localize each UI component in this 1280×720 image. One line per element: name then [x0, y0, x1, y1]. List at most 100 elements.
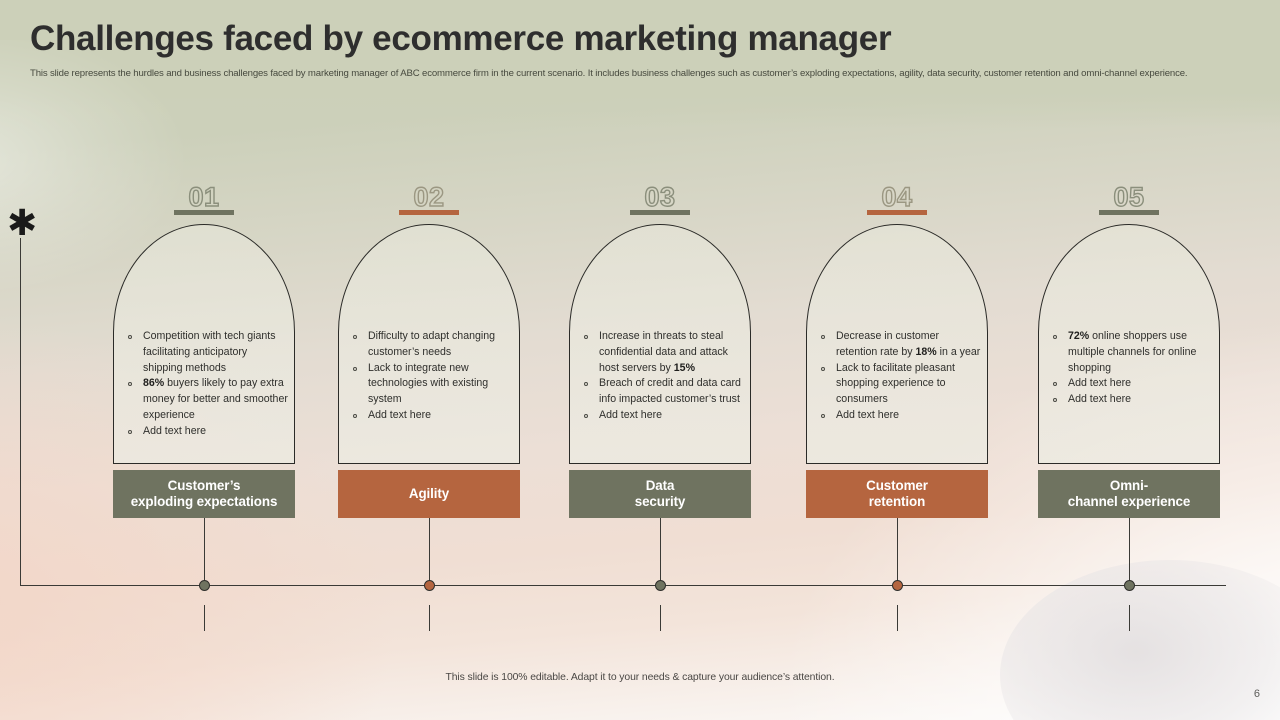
connector-arch-to-label: [429, 605, 430, 631]
connector-label-to-axis: [897, 518, 898, 584]
page-subtitle: This slide represents the hurdles and bu…: [30, 67, 1188, 79]
arch-card: Decrease in customer retention rate by 1…: [806, 224, 988, 464]
timeline-horizontal-axis: [20, 585, 1226, 586]
category-label-line1: Data: [645, 478, 675, 493]
bullet-item: Lack to facilitate pleasant shopping exp…: [815, 361, 981, 408]
bullet-item: Competition with tech giants facilitatin…: [122, 329, 288, 376]
timeline-dot[interactable]: [1123, 580, 1135, 591]
timeline-dot[interactable]: [423, 580, 435, 591]
column-number-underline: [174, 210, 234, 215]
timeline-dot[interactable]: [198, 580, 210, 591]
connector-label-to-axis: [660, 518, 661, 584]
bullet-item: Decrease in customer retention rate by 1…: [815, 329, 981, 361]
bullet-text-tail: in a year: [936, 345, 981, 358]
column-number-group: 03: [569, 181, 751, 220]
bullet-text: Add text here: [143, 424, 207, 437]
column-number-group: 05: [1038, 181, 1220, 220]
bullet-highlight: 72%: [1068, 330, 1090, 342]
bullet-highlight: 18%: [915, 345, 937, 358]
column-number: 03: [644, 181, 676, 212]
bullet-item: Add text here: [347, 408, 513, 424]
column-number: 05: [1113, 181, 1145, 212]
arch-card: Competition with tech giants facilitatin…: [113, 224, 295, 464]
bullet-item: Add text here: [1047, 392, 1213, 408]
bullet-text: Decrease in customer retention rate by: [836, 330, 940, 358]
slide-header: Challenges faced by ecommerce marketing …: [30, 19, 1250, 81]
bullet-list: Decrease in customer retention rate by 1…: [815, 329, 981, 424]
bullet-list: Difficulty to adapt changing customer’s …: [347, 329, 513, 424]
bullet-item: Difficulty to adapt changing customer’s …: [347, 329, 513, 361]
bullet-highlight: 15%: [673, 361, 695, 374]
page-title: Challenges faced by ecommerce marketing …: [30, 19, 892, 58]
column-number-group: 01: [113, 181, 295, 220]
timeline-dot[interactable]: [654, 580, 666, 591]
connector-arch-to-label: [897, 605, 898, 631]
bullet-item: Breach of credit and data card info impa…: [578, 376, 744, 408]
bullet-text: Add text here: [1068, 377, 1132, 390]
connector-label-to-axis: [429, 518, 430, 584]
footer-note: This slide is 100% editable. Adapt it to…: [445, 672, 835, 683]
bullet-text: Breach of credit and data card info impa…: [599, 377, 741, 406]
category-label-line1: Customer’s: [167, 478, 241, 493]
category-label-text: Agility: [409, 486, 449, 502]
category-label-line1: Omni-: [1109, 478, 1149, 493]
challenge-column-05[interactable]: 05 72% online shoppers use multiple chann…: [1038, 181, 1220, 631]
asterisk-icon: ✱: [7, 203, 38, 244]
page-number: 6: [1253, 688, 1260, 700]
bullet-list: 72% online shoppers use multiple channel…: [1047, 329, 1213, 408]
arch-card: Difficulty to adapt changing customer’s …: [338, 224, 520, 464]
column-number-underline: [1099, 210, 1159, 215]
bullet-item: Add text here: [1047, 376, 1213, 392]
category-label-line2: exploding expectations: [130, 494, 278, 509]
column-number-underline: [630, 210, 690, 215]
bullet-text: Lack to integrate new technologies with …: [368, 361, 489, 406]
column-number: 04: [881, 181, 913, 212]
column-number-group: 04: [806, 181, 988, 220]
bullet-text: Add text here: [599, 408, 663, 421]
bullet-text: Competition with tech giants facilitatin…: [143, 330, 276, 374]
bullet-item: Add text here: [122, 424, 288, 440]
column-number-underline: [399, 210, 459, 215]
timeline-vertical-spine: [20, 238, 21, 586]
connector-arch-to-label: [204, 605, 205, 631]
arch-card: Increase in threats to steal confidentia…: [569, 224, 751, 464]
column-number: 01: [188, 181, 220, 212]
bullet-text: Add text here: [1068, 393, 1132, 406]
bullet-item: Increase in threats to steal confidentia…: [578, 329, 744, 376]
bullet-text: Increase in threats to steal confidentia…: [599, 330, 728, 374]
column-number-underline: [867, 210, 927, 215]
category-label-line2: channel experience: [1067, 494, 1191, 509]
bullet-item: Add text here: [815, 408, 981, 424]
timeline-dot[interactable]: [891, 580, 903, 591]
bullet-text: Difficulty to adapt changing customer’s …: [368, 330, 496, 358]
category-label-line1: Customer: [866, 478, 928, 493]
category-label-box[interactable]: Agility: [338, 470, 520, 518]
bullet-highlight: 86%: [143, 377, 165, 390]
category-label-text: Omni-channel experience: [1068, 478, 1191, 510]
bullet-text: Add text here: [836, 408, 900, 421]
bullet-text: Add text here: [368, 408, 432, 421]
category-label-line2: retention: [868, 494, 926, 509]
bullet-item: 72% online shoppers use multiple channel…: [1047, 329, 1213, 376]
category-label-box[interactable]: Omni-channel experience: [1038, 470, 1220, 518]
connector-label-to-axis: [1129, 518, 1130, 584]
bullet-text: online shoppers use multiple channels fo…: [1068, 330, 1197, 374]
bullet-item: 86% buyers likely to pay extra money for…: [122, 376, 288, 423]
column-number-group: 02: [338, 181, 520, 220]
column-number: 02: [413, 181, 445, 212]
bullet-list: Competition with tech giants facilitatin…: [122, 329, 288, 440]
bullet-list: Increase in threats to steal confidentia…: [578, 329, 744, 424]
category-label-line2: security: [634, 494, 686, 509]
bullet-item: Lack to integrate new technologies with …: [347, 361, 513, 408]
